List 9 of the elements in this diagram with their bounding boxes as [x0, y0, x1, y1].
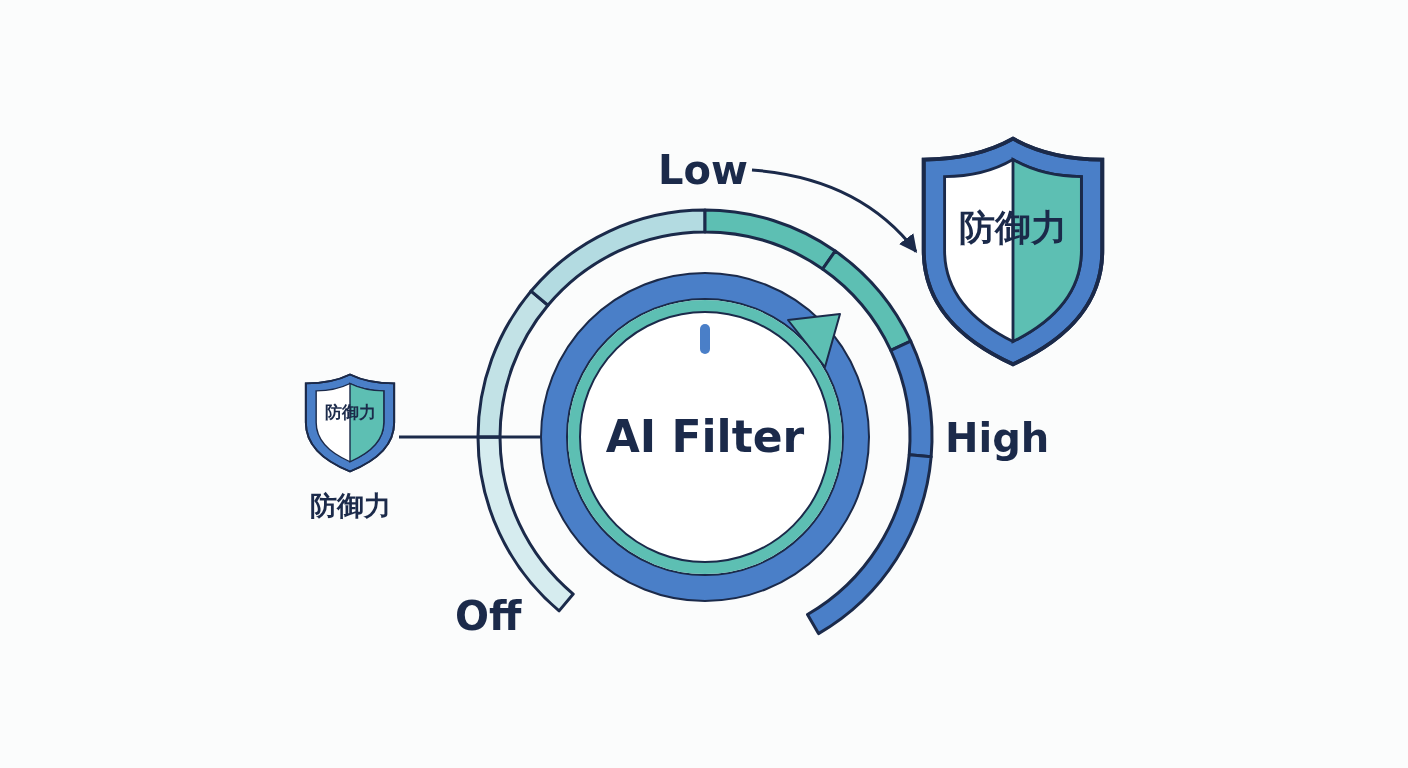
arrow: [751, 168, 918, 253]
dial-label: AI Filter: [604, 415, 806, 459]
shield-badge: [303, 372, 397, 474]
scale-label: Off: [455, 596, 522, 636]
caption-text: 防御力: [308, 492, 392, 519]
connector-line: [399, 435, 540, 439]
filter-dial: [540, 272, 870, 602]
shield-label: 防御力: [323, 403, 377, 421]
scale-label: Low: [658, 148, 750, 192]
